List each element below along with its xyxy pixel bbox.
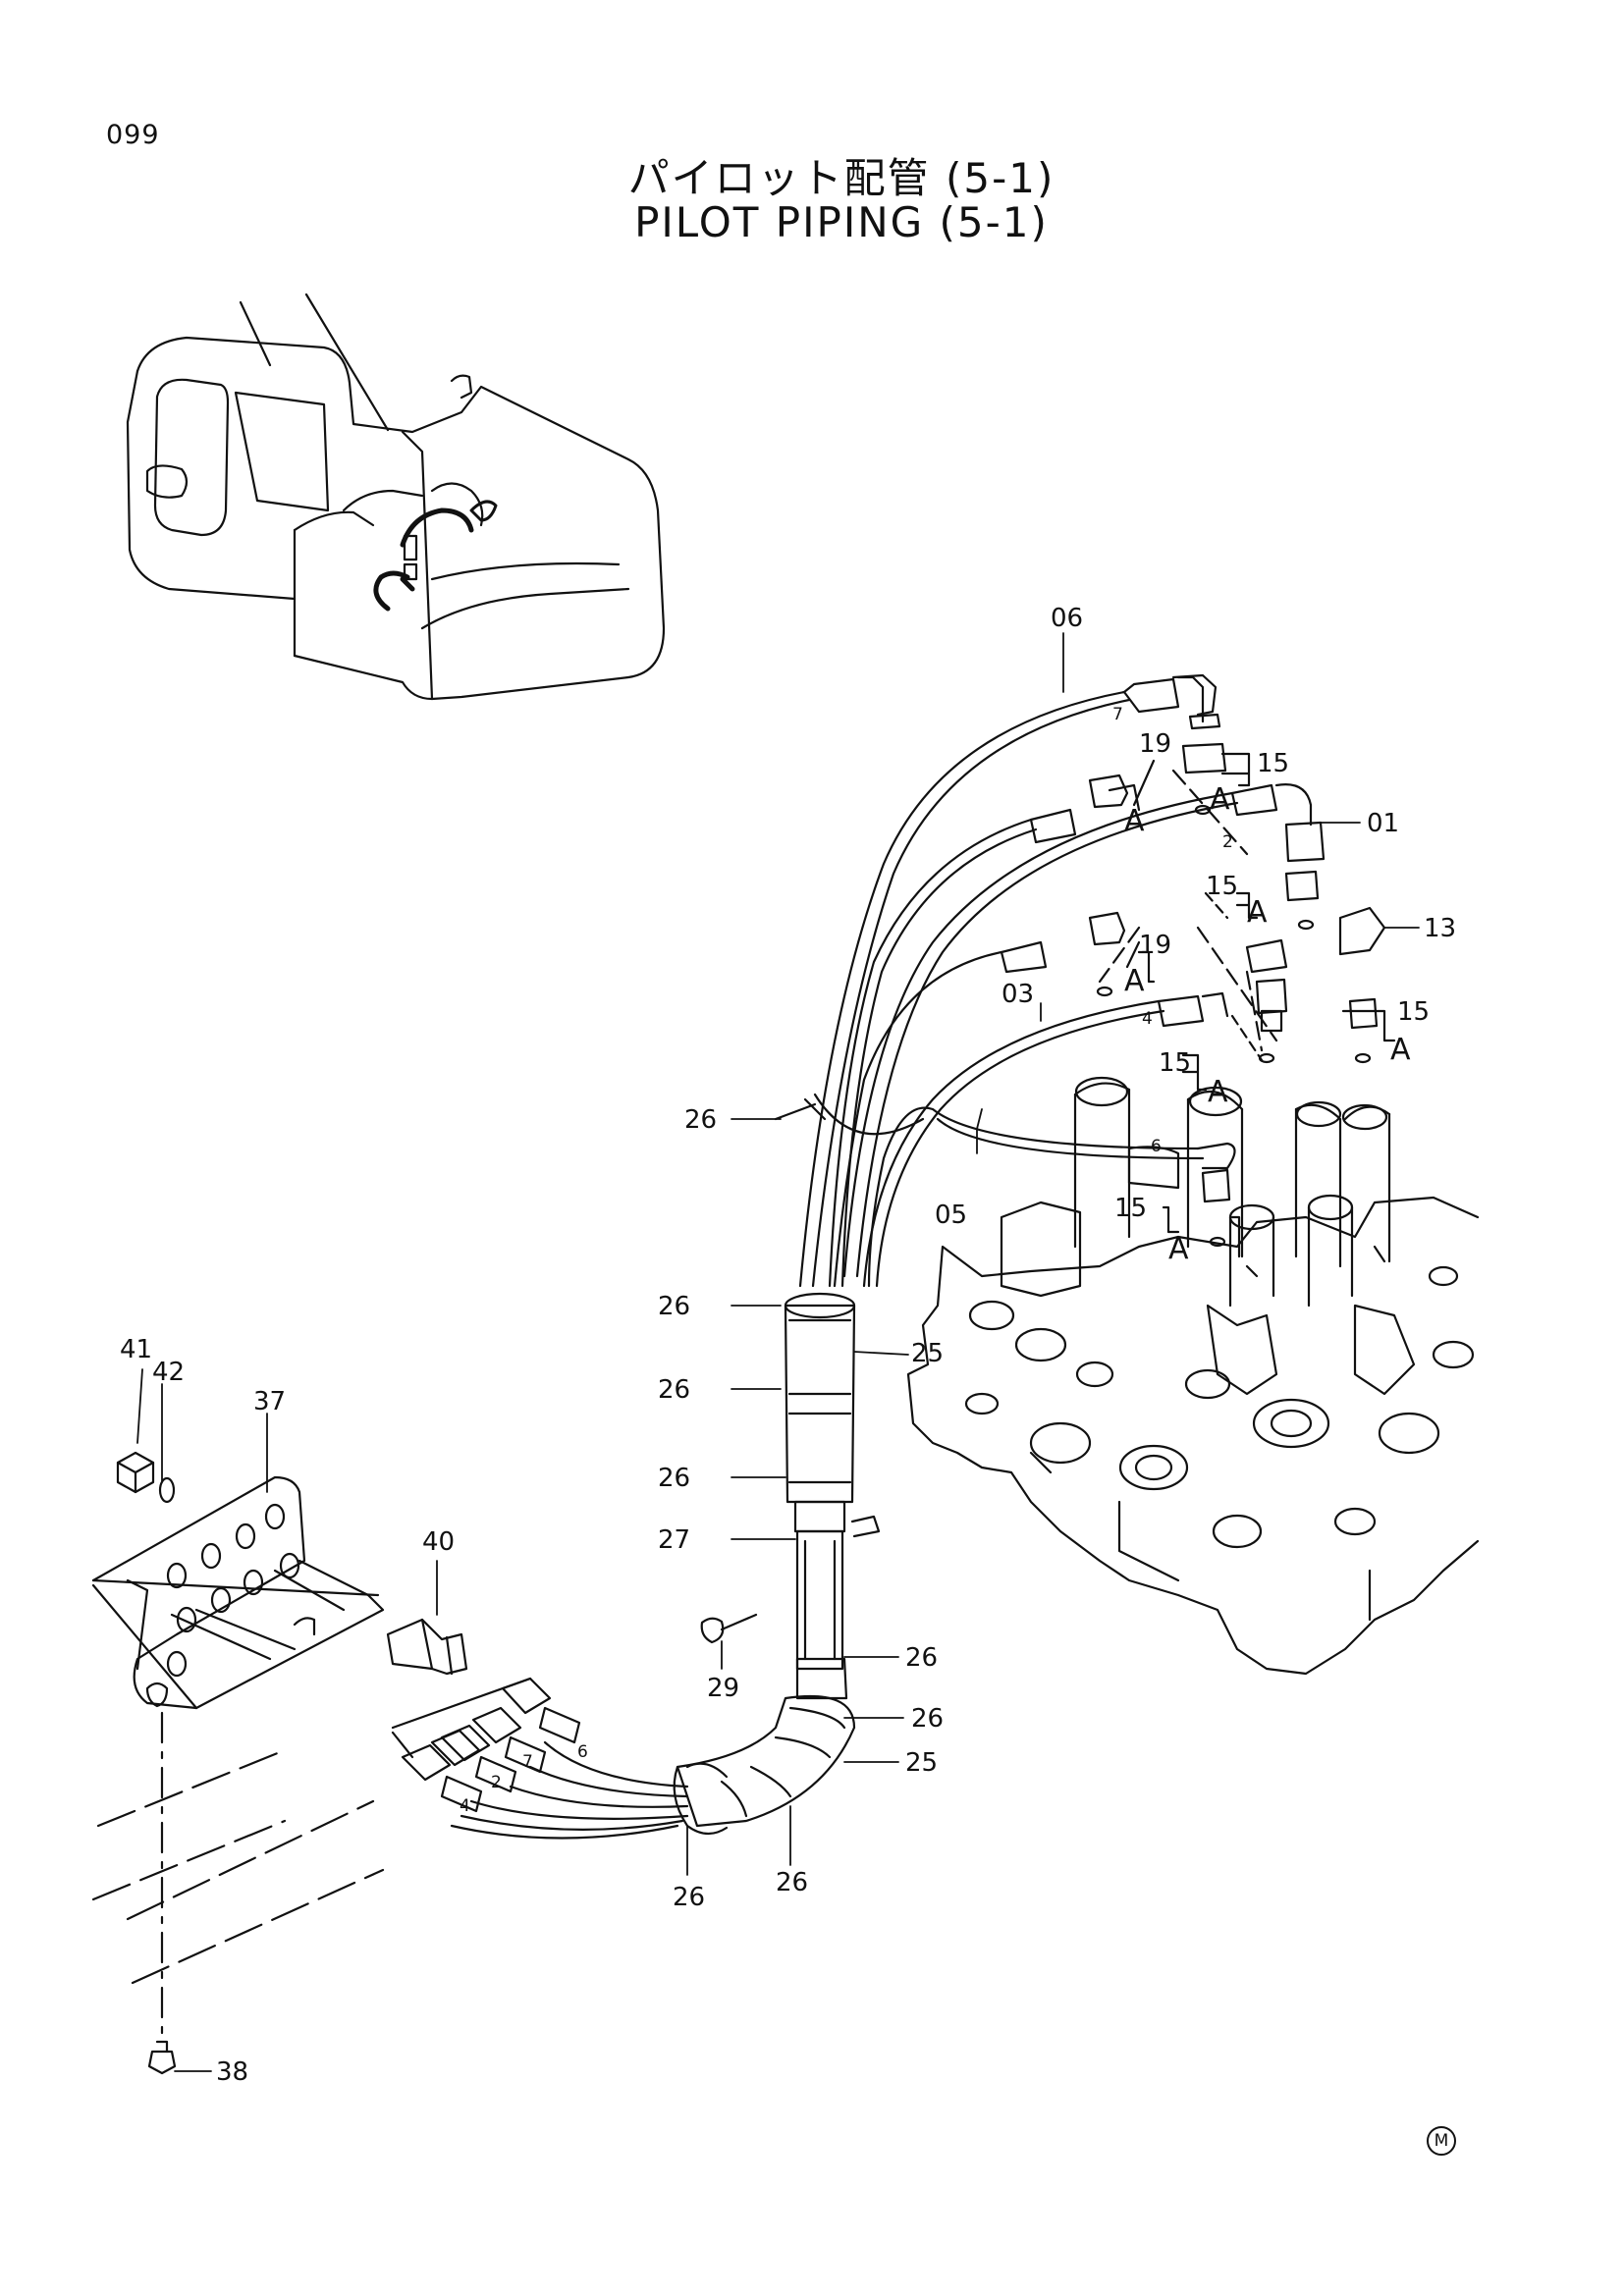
pilot-hoses-illustration (774, 675, 1313, 1288)
callout-26-g: 26 (673, 1883, 706, 1912)
page-number: 099 (106, 120, 160, 150)
page-title-japanese: パイロット配管 (5-1) (627, 154, 1056, 202)
callout-38: 38 (216, 2057, 249, 2087)
lower-hose-ends-illustration (391, 1677, 689, 1840)
callout-26-a: 26 (684, 1105, 718, 1135)
fittings-illustration (1088, 673, 1396, 1258)
callout-19-upper: 19 (1139, 729, 1172, 759)
hose-number: 2 (491, 1773, 502, 1792)
callout-27: 27 (658, 1525, 691, 1555)
detail-ref-a: A (1210, 782, 1230, 817)
hose-number: 7 (522, 1752, 533, 1772)
detail-ref-a: A (1208, 1075, 1228, 1109)
callout-06: 06 (1051, 604, 1084, 633)
hose-number: 4 (460, 1796, 470, 1816)
callout-26-c: 26 (658, 1375, 691, 1405)
callout-03: 03 (1001, 980, 1035, 1009)
hose-number: 4 (1142, 1009, 1153, 1029)
callout-01: 01 (1367, 809, 1400, 838)
hose-number: 7 (1112, 705, 1123, 724)
callout-26-b: 26 (658, 1292, 691, 1321)
control-valve-block-illustration (906, 1076, 1480, 1676)
hose-number: 6 (1151, 1137, 1162, 1156)
protector-sleeve-illustration (673, 1292, 881, 1836)
callout-41: 41 (120, 1335, 153, 1364)
callout-29: 29 (707, 1674, 740, 1703)
callout-15-a: 15 (1257, 749, 1290, 778)
callout-05: 05 (935, 1201, 968, 1230)
callout-37: 37 (253, 1387, 287, 1416)
callout-25-lower: 25 (905, 1748, 939, 1778)
detail-ref-a: A (1390, 1033, 1411, 1067)
callout-42: 42 (152, 1358, 186, 1387)
page-title-english: PILOT PIPING (5-1) (634, 198, 1049, 246)
callout-15-e: 15 (1114, 1194, 1148, 1223)
detail-ref-a: A (1124, 804, 1145, 838)
callout-26-h: 26 (776, 1868, 809, 1897)
callout-25-upper: 25 (911, 1339, 945, 1368)
callout-26-e: 26 (905, 1643, 939, 1673)
hose-number: 2 (1222, 832, 1233, 852)
callout-13: 13 (1424, 914, 1457, 943)
callout-leader-lines (136, 632, 1420, 2072)
manual-mark-icon: M (1427, 2126, 1456, 2156)
detail-ref-a: A (1247, 895, 1268, 930)
excavator-overview-illustration (126, 293, 666, 701)
callout-15-c: 15 (1397, 997, 1431, 1027)
hose-number: 6 (577, 1742, 588, 1762)
detail-ref-a: A (1124, 964, 1145, 998)
bracket-illustration (91, 1451, 758, 2075)
callout-15-d: 15 (1159, 1048, 1192, 1078)
detail-ref-a: A (1168, 1232, 1189, 1266)
callout-40: 40 (422, 1527, 456, 1557)
callout-26-d: 26 (658, 1464, 691, 1493)
callout-19-lower: 19 (1139, 931, 1172, 960)
callout-26-f: 26 (911, 1704, 945, 1734)
callout-15-b: 15 (1206, 872, 1239, 901)
